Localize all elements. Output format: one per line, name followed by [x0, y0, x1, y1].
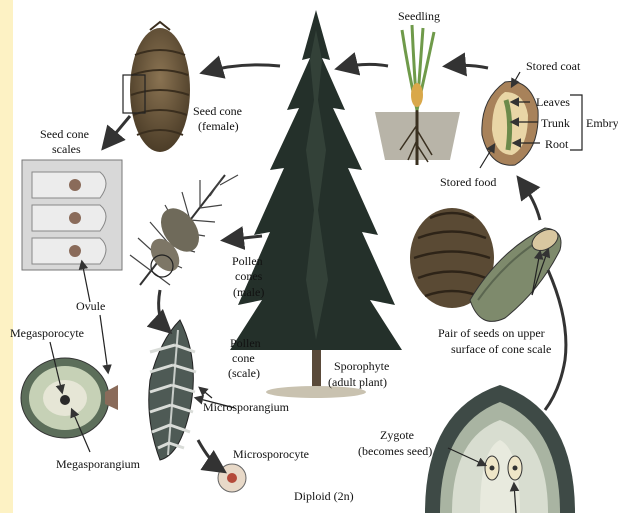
pollen-cones-branch	[130, 175, 238, 285]
label-megasporangium: Megasporangium	[56, 457, 141, 471]
label-stored-food: Stored food	[440, 175, 496, 189]
arrow-cone-to-scales	[105, 116, 130, 146]
label-seed-cone-2: (female)	[198, 119, 239, 133]
arrow-tree-to-seed-cone	[205, 65, 280, 72]
arrow-seed-to-seedling	[448, 65, 488, 68]
label-sporophyte-1: Sporophyte	[334, 359, 389, 373]
label-pollen-cone-scale-2: cone	[232, 351, 255, 365]
seedling-illustration	[375, 25, 460, 165]
label-seedling: Seedling	[398, 9, 440, 23]
label-pollen-cones-1: Pollen	[232, 254, 263, 268]
seed-cone-scales-illustration	[22, 160, 122, 270]
arrow-pollen-cones-to-scale	[159, 290, 168, 330]
label-root: Root	[545, 137, 569, 151]
label-diploid: Diploid (2n)	[294, 489, 354, 503]
label-pair-of-seeds-1: Pair of seeds on upper	[438, 326, 545, 340]
label-pollen-cones-2: cones	[235, 269, 263, 283]
label-pollen-cone-scale-1: Pollen	[230, 336, 261, 350]
pollen-cone-scale	[149, 320, 196, 460]
label-microsporangium: Microsporangium	[203, 400, 290, 414]
label-microsporocyte: Microsporocyte	[233, 447, 309, 461]
ovule-illustration	[21, 358, 118, 438]
ovule-zygote-illustration	[425, 385, 575, 513]
label-megasporocyte: Megasporocyte	[10, 326, 84, 340]
label-stored-coat: Stored coat	[526, 59, 581, 73]
embryo-bracket	[570, 95, 582, 150]
label-seed-cone-1: Seed cone	[193, 104, 242, 118]
label-leaves: Leaves	[536, 95, 570, 109]
label-pollen-cone-scale-3: (scale)	[228, 366, 260, 380]
label-ovule: Ovule	[76, 299, 105, 313]
label-pair-of-seeds-2: surface of cone scale	[451, 342, 551, 356]
arrow-zygote-to-seed-scale	[545, 270, 566, 410]
arrow-scale-to-microsporocyte	[198, 440, 222, 470]
arrow-tree-to-pollen-cones	[226, 236, 262, 240]
seed-cone-female	[123, 22, 190, 152]
microsporocyte-illustration	[218, 464, 246, 492]
label-seed-cone-scales-1: Seed cone	[40, 127, 89, 141]
label-seed-cone-scales-2: scales	[52, 142, 81, 156]
label-embryo: Embryo	[586, 116, 618, 130]
label-pollen-cones-3: (male)	[233, 285, 264, 299]
label-trunk: Trunk	[541, 116, 570, 130]
label-zygote-2: (becomes seed)	[358, 444, 432, 458]
arrow-scale-to-seed	[520, 180, 540, 220]
label-sporophyte-2: (adult plant)	[328, 375, 387, 389]
label-zygote-1: Zygote	[380, 428, 414, 442]
arrow-seedling-to-tree	[340, 64, 388, 68]
